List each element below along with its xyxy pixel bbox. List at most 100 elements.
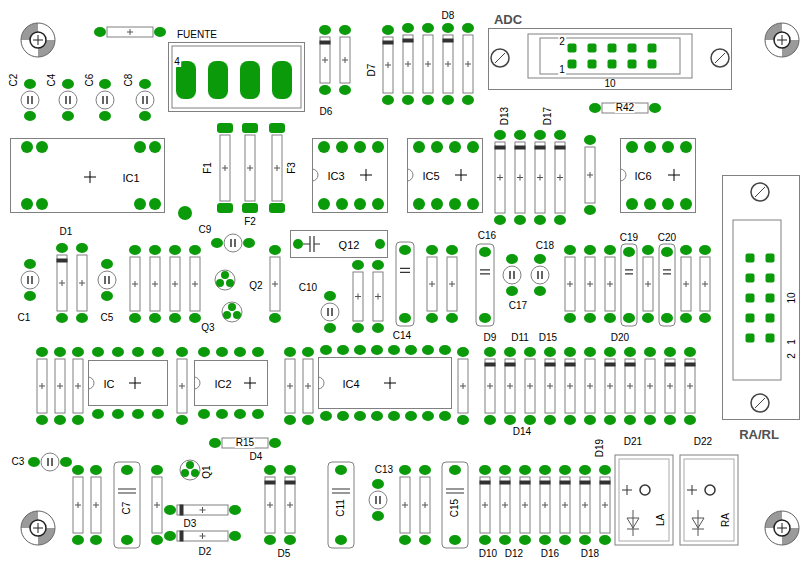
solder-pad — [269, 123, 285, 133]
solder-pad — [642, 313, 654, 323]
solder-pad — [462, 95, 474, 105]
diode-band — [495, 146, 505, 149]
part-label: C15 — [450, 498, 460, 518]
diode-band — [560, 481, 570, 484]
fuse-symbol — [220, 135, 230, 201]
center-cross — [542, 502, 548, 508]
solder-pad — [661, 247, 673, 257]
solder-pad — [272, 61, 292, 99]
resistor-symbol — [150, 257, 160, 311]
part-label: C18 — [535, 241, 555, 251]
solder-pad — [524, 347, 536, 357]
part-name: IC4 — [341, 379, 360, 390]
solder-pad — [388, 345, 400, 355]
part-label: D2 — [198, 547, 213, 557]
capacitor-plates — [538, 271, 542, 279]
part-label: F3 — [287, 161, 297, 175]
center-cross — [522, 502, 528, 508]
solder-pad — [189, 245, 201, 255]
solder-pad — [439, 345, 451, 355]
solder-pad — [479, 247, 491, 257]
diode-symbol — [545, 359, 555, 413]
part-label: 10 — [603, 79, 616, 89]
resistor-symbol — [585, 359, 595, 413]
component-outline: IC4 — [318, 357, 452, 409]
diode-symbol — [485, 359, 495, 413]
connector-inner — [733, 220, 781, 380]
resistor-symbol — [585, 257, 595, 311]
capacitor-plates — [663, 270, 671, 274]
led-pad — [640, 485, 650, 495]
solder-pad — [539, 535, 551, 545]
resistor-symbol — [681, 257, 691, 311]
center-cross — [84, 171, 96, 183]
solder-pad — [72, 347, 84, 357]
solder-pad — [56, 313, 68, 323]
capacitor-plates — [118, 489, 136, 493]
part-label: D3 — [183, 519, 198, 529]
resistor-symbol — [565, 257, 575, 311]
solder-pad — [388, 411, 400, 421]
diode-symbol — [685, 359, 695, 413]
part-label: C4 — [47, 73, 57, 88]
solder-pad — [446, 245, 458, 255]
resistor-symbol — [340, 37, 350, 83]
solder-pad — [324, 323, 336, 333]
diode-symbol — [560, 477, 570, 533]
resistor-symbol — [420, 477, 430, 533]
solder-pad — [264, 465, 276, 475]
part-label: D20 — [610, 333, 630, 343]
electrolytic-capacitor — [96, 91, 114, 109]
solder-pad — [422, 411, 434, 421]
solder-pad — [176, 415, 188, 425]
diode-band — [665, 363, 675, 366]
electrolytic-capacitor — [321, 303, 339, 321]
diode-symbol — [57, 255, 67, 311]
center-cross — [687, 383, 693, 389]
solder-pad — [24, 259, 36, 269]
solder-pad — [684, 347, 696, 357]
mounting-hole-ring — [765, 23, 799, 57]
part-label: D14 — [512, 427, 532, 437]
solder-pad — [234, 347, 246, 357]
diode-symbol — [520, 477, 530, 533]
capacitor-plates — [231, 239, 235, 247]
connector-screw — [751, 183, 769, 201]
center-cross — [587, 383, 593, 389]
fuse-symbol — [245, 135, 255, 201]
solder-pad — [426, 245, 438, 255]
solder-pad — [439, 411, 451, 421]
solder-pad — [662, 198, 674, 210]
diode-band — [500, 481, 510, 484]
solder-pad — [269, 203, 285, 213]
solder-pad — [766, 274, 775, 283]
solder-pad — [644, 141, 656, 153]
mounting-hole — [765, 23, 799, 57]
solder-pad — [191, 469, 199, 477]
solder-pad — [24, 291, 36, 301]
solder-pad — [534, 130, 546, 140]
solder-pad — [534, 215, 546, 225]
solder-pad — [680, 198, 692, 210]
center-cross — [607, 281, 613, 287]
diode-symbol — [480, 477, 490, 533]
solder-pad — [352, 260, 364, 270]
center-cross — [429, 281, 435, 287]
solder-pad — [449, 465, 461, 475]
solder-pad — [302, 347, 314, 357]
part-name: IC2 — [213, 379, 232, 390]
solder-pad — [623, 247, 635, 257]
solder-pad — [54, 347, 66, 357]
capacitor-plates — [28, 96, 32, 104]
solder-pad — [92, 347, 104, 357]
solder-pad — [149, 313, 161, 323]
solder-pad — [644, 347, 656, 357]
solder-pad — [599, 535, 611, 545]
solder-pad — [462, 23, 474, 33]
diode-band — [57, 259, 67, 262]
solder-pad — [661, 313, 673, 323]
resistor-symbol — [525, 359, 535, 413]
center-cross — [375, 294, 381, 300]
solder-pad — [519, 465, 531, 475]
center-cross — [222, 165, 228, 171]
